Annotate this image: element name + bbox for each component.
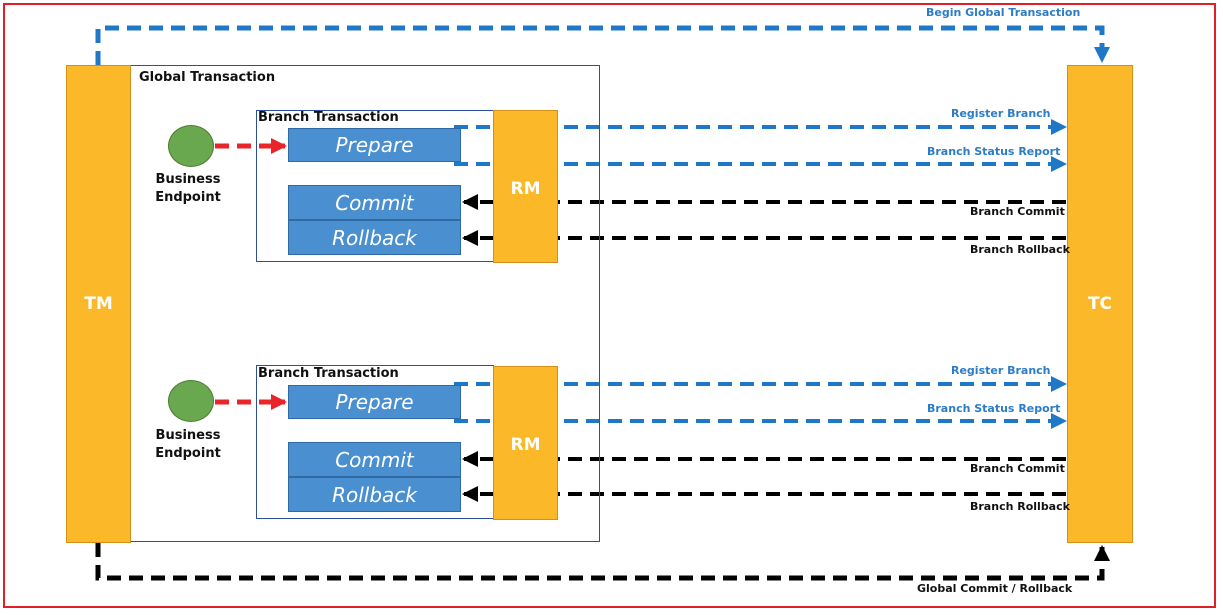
rm-label-1: RM bbox=[510, 179, 541, 199]
business-endpoint-icon-1 bbox=[168, 125, 214, 167]
register-branch-label-2: Register Branch bbox=[951, 364, 1051, 377]
branch-commit-label-1: Branch Commit bbox=[970, 205, 1065, 218]
tc-label: TC bbox=[1087, 294, 1113, 314]
business-endpoint-line-1a: Business bbox=[155, 172, 221, 187]
business-endpoint-label-2: Business Endpoint bbox=[148, 427, 228, 463]
branch-commit-label-2: Branch Commit bbox=[970, 462, 1065, 475]
prepare-step-1: Prepare bbox=[288, 128, 461, 162]
branch-transaction-label-2: Branch Transaction bbox=[258, 366, 399, 381]
business-endpoint-line-2a: Business bbox=[155, 428, 221, 443]
rm-label-2: RM bbox=[510, 435, 541, 455]
branch-status-label-1: Branch Status Report bbox=[927, 145, 1061, 158]
rm-bar-1: RM bbox=[493, 110, 558, 263]
global-commit-rollback-label: Global Commit / Rollback bbox=[917, 582, 1073, 595]
global-transaction-label: Global Transaction bbox=[139, 70, 276, 85]
tm-label: TM bbox=[84, 294, 113, 314]
begin-global-arrow bbox=[95, 25, 1110, 65]
business-endpoint-line-1b: Endpoint bbox=[155, 190, 221, 205]
global-commit-arrow bbox=[95, 543, 1110, 581]
branch-transaction-label-1: Branch Transaction bbox=[258, 110, 399, 125]
rollback-step-1: Rollback bbox=[288, 220, 461, 255]
branch-rollback-label-1: Branch Rollback bbox=[970, 243, 1070, 256]
branch-status-label-2: Branch Status Report bbox=[927, 402, 1061, 415]
tc-bar: TC bbox=[1067, 65, 1133, 543]
rollback-step-2: Rollback bbox=[288, 477, 461, 512]
branch-rollback-label-2: Branch Rollback bbox=[970, 500, 1070, 513]
business-endpoint-label-1: Business Endpoint bbox=[148, 171, 228, 207]
business-endpoint-line-2b: Endpoint bbox=[155, 446, 221, 461]
commit-step-2: Commit bbox=[288, 442, 461, 477]
register-branch-label-1: Register Branch bbox=[951, 107, 1051, 120]
tm-bar: TM bbox=[66, 65, 131, 543]
commit-step-1: Commit bbox=[288, 185, 461, 220]
prepare-step-2: Prepare bbox=[288, 385, 461, 419]
business-endpoint-icon-2 bbox=[168, 380, 214, 422]
begin-global-transaction-label: Begin Global Transaction bbox=[926, 6, 1081, 19]
diagram-frame bbox=[3, 3, 1216, 608]
rm-bar-2: RM bbox=[493, 366, 558, 520]
